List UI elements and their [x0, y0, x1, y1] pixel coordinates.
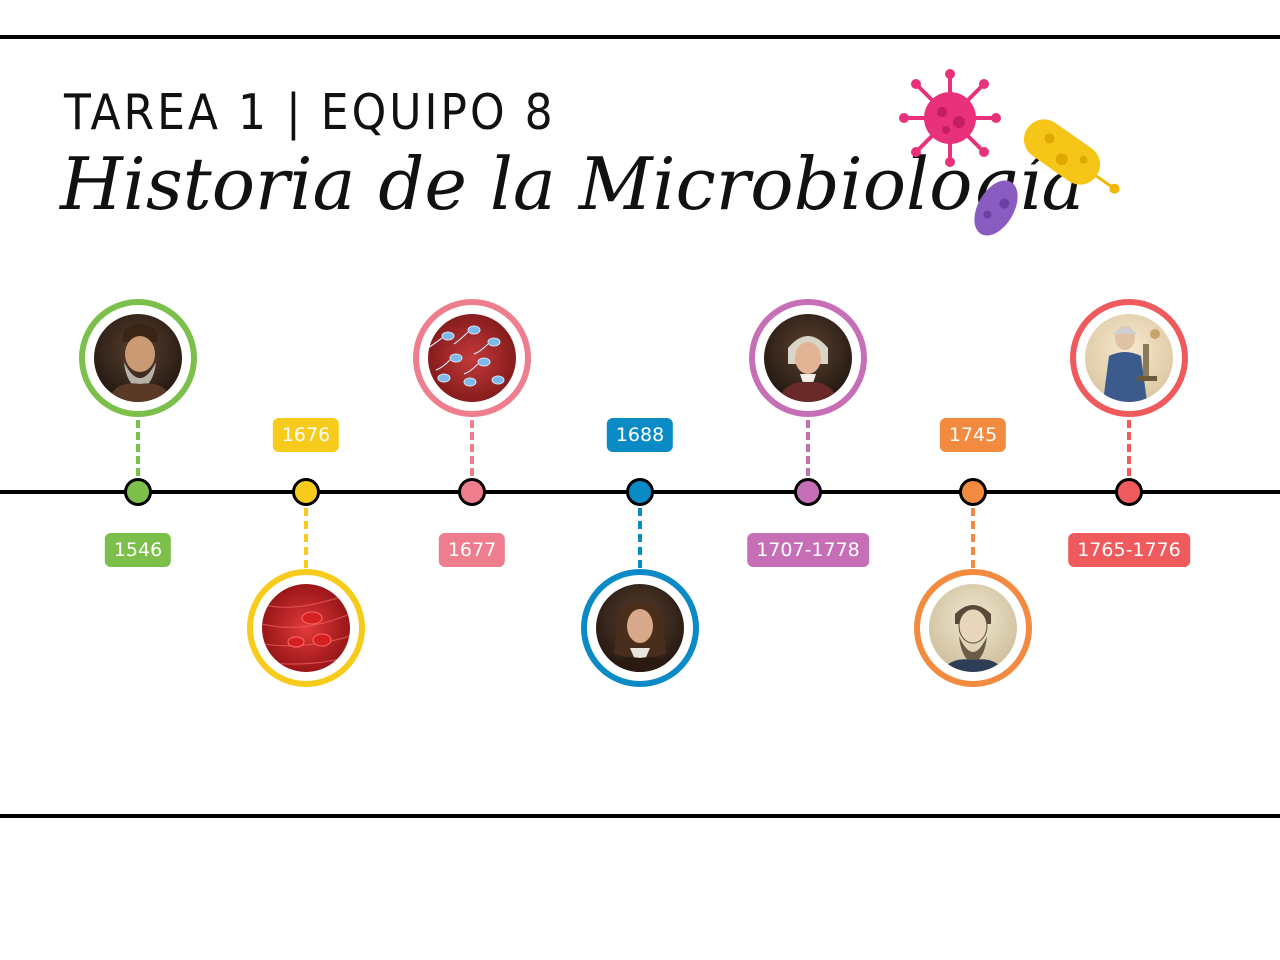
timeline-node: [458, 478, 486, 506]
virus-icon: [899, 69, 1001, 167]
timeline-node: [959, 478, 987, 506]
bottom-rule: [0, 814, 1280, 818]
event-date-label: 1688: [606, 418, 674, 452]
event-date-label: 1707-1778: [747, 533, 869, 567]
event-image-curly-wig-portrait: [581, 569, 699, 687]
event-image-spermatozoa: [413, 299, 531, 417]
event-image-bearded-man-portrait: [79, 299, 197, 417]
timeline-node: [794, 478, 822, 506]
bacterium-icon: [974, 180, 1018, 236]
timeline-connector: [470, 420, 474, 476]
timeline-node: [124, 478, 152, 506]
event-date-label: 1765-1776: [1068, 533, 1190, 567]
event-date-label: 1677: [438, 533, 506, 567]
timeline-connector: [304, 508, 308, 568]
event-image-red-blood-cells: [247, 569, 365, 687]
timeline-connector: [1127, 420, 1131, 476]
decorations: [899, 69, 1120, 236]
event-date-label: 1546: [104, 533, 172, 567]
bacillus-icon: [1023, 119, 1120, 194]
timeline-node: [292, 478, 320, 506]
event-image-powdered-wig-portrait: [749, 299, 867, 417]
timeline-node: [1115, 478, 1143, 506]
timeline-node: [626, 478, 654, 506]
event-image-scientist-with-microscope: [1070, 299, 1188, 417]
timeline-connector: [806, 420, 810, 476]
event-image-bearded-scholar-portrait: [914, 569, 1032, 687]
timeline-connector: [971, 508, 975, 568]
timeline-connector: [638, 508, 642, 568]
top-rule: [0, 35, 1280, 39]
event-date-label: 1745: [939, 418, 1007, 452]
timeline-connector: [136, 420, 140, 476]
event-date-label: 1676: [272, 418, 340, 452]
subtitle: TAREA 1 | EQUIPO 8: [64, 84, 556, 142]
